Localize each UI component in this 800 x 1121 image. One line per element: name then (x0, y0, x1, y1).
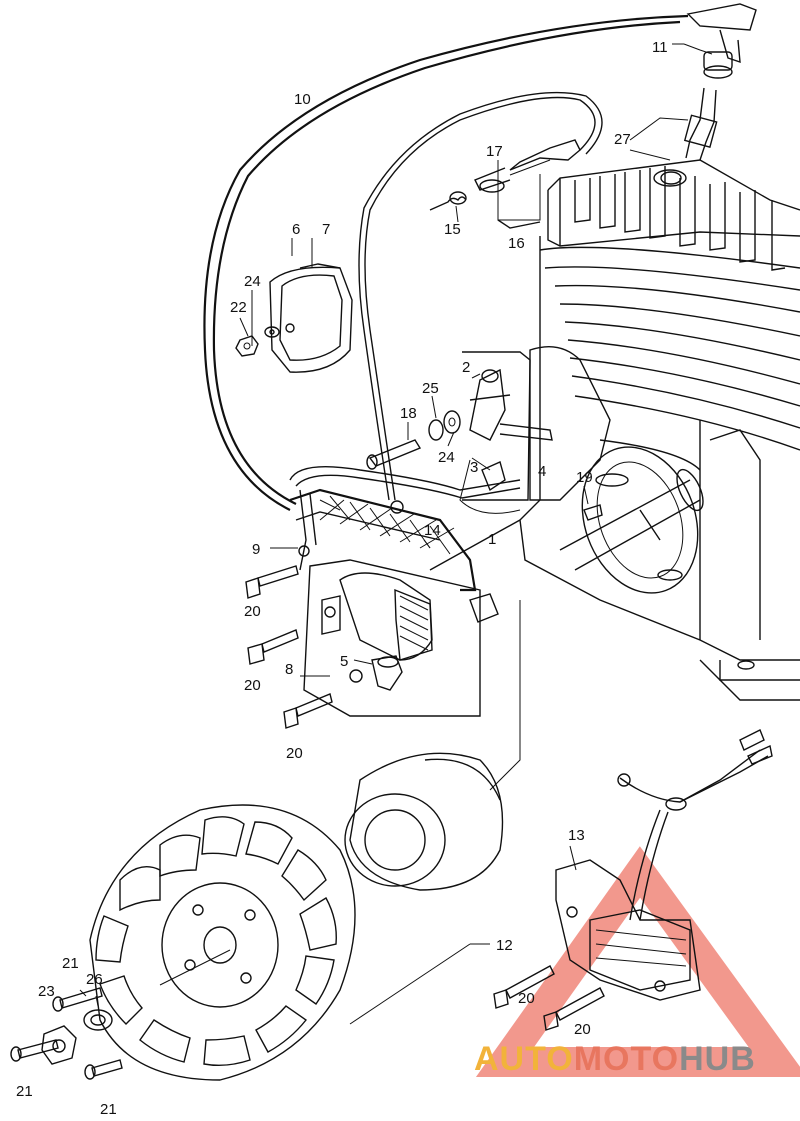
nut-22 (235, 335, 259, 357)
lighting-coil-stator (555, 859, 701, 1001)
callout-21-b: 21 (16, 1083, 33, 1100)
coil-bracket (289, 488, 477, 592)
callout-26: 26 (86, 971, 103, 988)
callout-20-b: 20 (244, 677, 261, 694)
wiring-harness (289, 91, 603, 571)
spark-plug-cap (686, 3, 757, 79)
callout-3: 3 (470, 459, 478, 476)
terminal-5 (371, 655, 403, 691)
screw-19 (583, 504, 603, 521)
callout-27: 27 (614, 131, 631, 148)
screw-21-b (10, 1039, 59, 1062)
stator-wires (617, 729, 773, 921)
callout-18: 18 (400, 405, 417, 422)
callout-20-a: 20 (244, 603, 261, 620)
flywheel-fan (89, 804, 356, 1081)
callout-9: 9 (252, 541, 260, 558)
condenser (474, 139, 581, 193)
screw-21-c (84, 1059, 123, 1080)
callout-21-a: 21 (62, 955, 79, 972)
bolt-20-stator-b (543, 987, 605, 1031)
callout-20-e: 20 (574, 1021, 591, 1038)
washer-26 (83, 1009, 113, 1031)
watermark-moto: MOTO (574, 1040, 679, 1078)
callout-7: 7 (322, 221, 330, 238)
callout-21-c: 21 (100, 1101, 117, 1118)
callout-2: 2 (462, 359, 470, 376)
callout-23: 23 (38, 983, 55, 1000)
bolt-20-upper (245, 565, 299, 599)
callout-24-b: 24 (438, 449, 455, 466)
spark-plug (660, 87, 718, 185)
callout-15: 15 (444, 221, 461, 238)
rotor-cup (344, 752, 504, 891)
callout-5: 5 (340, 653, 348, 670)
watermark-hub: HUB (679, 1040, 756, 1078)
callout-17: 17 (486, 143, 503, 160)
svg-text:AUTOMOTOHUB: AUTOMOTOHUB (474, 1040, 756, 1078)
watermark-auto: AUTO (474, 1040, 574, 1078)
callout-20-c: 20 (286, 745, 303, 762)
callout-24-a: 24 (244, 273, 261, 290)
callout-10: 10 (294, 91, 311, 108)
callout-6: 6 (292, 221, 300, 238)
callout-16: 16 (508, 235, 525, 252)
screw-21-a (52, 987, 103, 1012)
callout-25: 25 (422, 380, 439, 397)
nut-23 (41, 1025, 77, 1065)
callout-1: 1 (488, 531, 496, 548)
exciter-coil (303, 559, 499, 717)
callout-12: 12 (496, 937, 513, 954)
callout-22: 22 (230, 299, 247, 316)
ignition-coil (269, 263, 353, 373)
high-tension-lead (203, 14, 689, 511)
engine-block (459, 159, 800, 701)
callout-19: 19 (576, 469, 593, 486)
callout-14: 14 (424, 522, 441, 539)
washer-24-coil (264, 326, 280, 338)
callout-4: 4 (538, 463, 546, 480)
bolt-20-middle (247, 629, 299, 665)
contact-breaker (462, 351, 553, 501)
callout-11: 11 (652, 39, 668, 56)
washers-24-25 (428, 410, 461, 441)
watermark-logo: AUTOMOTOHUB (474, 1040, 756, 1078)
watermark-triangle (475, 846, 800, 1077)
screw-18 (366, 439, 422, 470)
leader-lines (79, 43, 713, 1025)
bolt-20-lower (283, 693, 333, 729)
callout-13: 13 (568, 827, 585, 844)
spring-15 (429, 191, 467, 211)
callout-20-d: 20 (518, 990, 535, 1007)
callout-labels: 1 2 3 4 5 6 7 8 9 10 11 12 13 14 15 16 1… (16, 39, 668, 1118)
callout-8: 8 (285, 661, 293, 678)
bolt-20-stator-a (493, 965, 555, 1009)
